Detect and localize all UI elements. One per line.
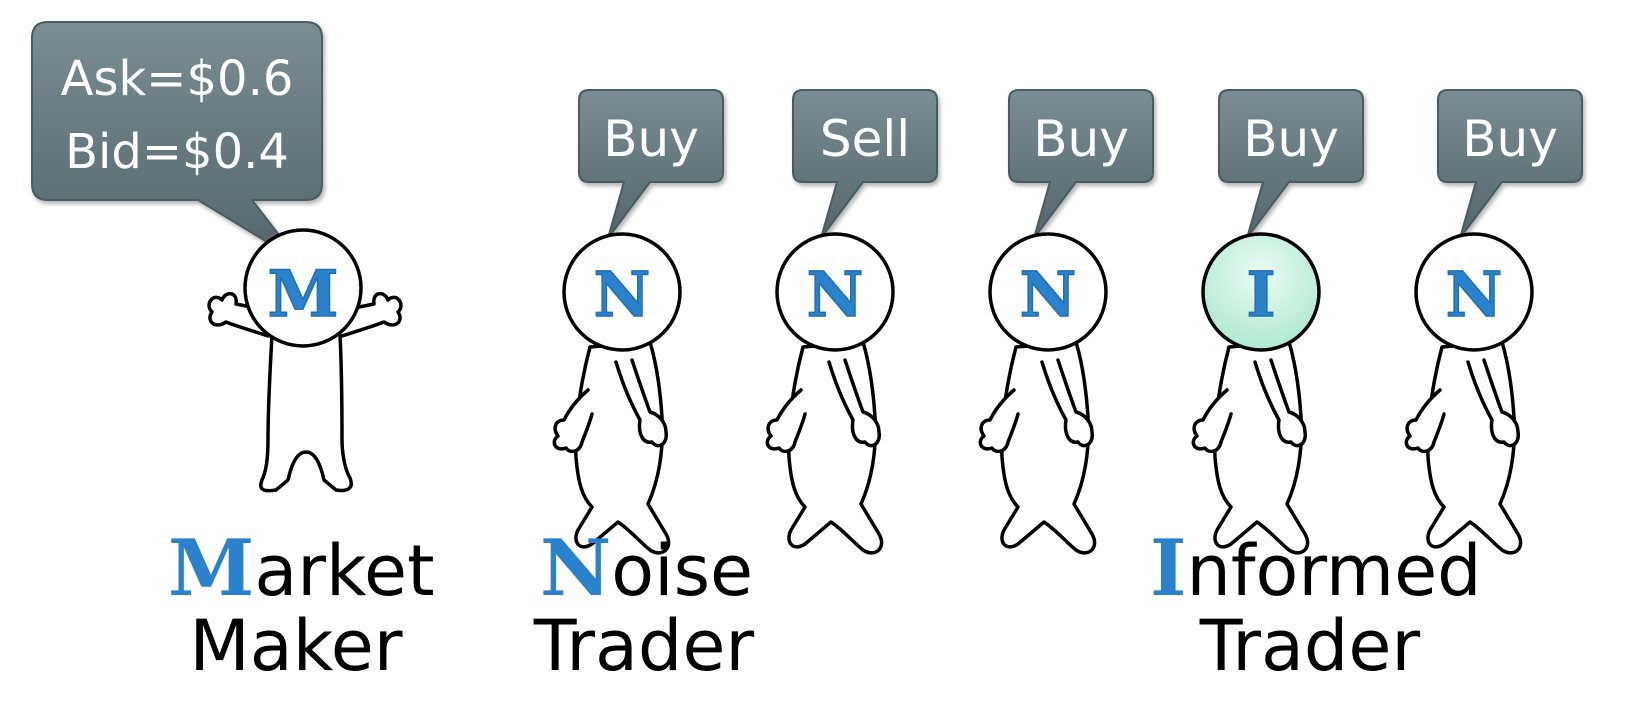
market-maker-right-arm (340, 291, 403, 338)
legend-informed-trader-line2: Trader (1199, 605, 1421, 687)
legend-informed-trader: Informed Trader (1150, 523, 1482, 687)
trader-head-letter: I (1246, 258, 1275, 331)
legend-market-maker-rest: arket (254, 530, 434, 612)
trader-speech-text: Buy (1033, 110, 1129, 168)
trader-walking-body (978, 340, 1097, 555)
market-maker-head-letter: M (268, 257, 339, 332)
trader-speech-text: Buy (1462, 110, 1558, 168)
trader-head-letter: N (1446, 258, 1503, 331)
trader-head (1201, 232, 1321, 352)
trader-head (775, 232, 895, 352)
trader-speech-bubble: Buy (1437, 89, 1583, 239)
legend-informed-trader-rest: nformed (1187, 530, 1482, 612)
trader-speech-text: Buy (1243, 110, 1339, 168)
trader-head (562, 232, 682, 352)
market-maker-figure: Ask=$0.6 Bid=$0.4 M (31, 21, 403, 493)
market-maker-head (243, 228, 363, 348)
speech-bubble-shape (578, 89, 724, 239)
legend-noise-trader-line2: Trader (533, 605, 755, 687)
legend-noise-trader: Noise Trader (533, 523, 755, 687)
trader-head (988, 232, 1108, 352)
svg-text:Noise: Noise (540, 523, 753, 614)
trader-speech-bubble: Buy (1218, 89, 1364, 239)
legend-noise-trader-rest: oise (611, 530, 753, 612)
market-maker-quote-bubble: Ask=$0.6 Bid=$0.4 (31, 21, 323, 263)
trader-walking-body (552, 340, 671, 555)
bid-price-text: Bid=$0.4 (65, 124, 289, 180)
svg-text:Informed: Informed (1150, 523, 1482, 614)
trader-speech-bubble: Buy (1008, 89, 1154, 239)
legend-market-maker-line2: Maker (189, 605, 402, 687)
legend-market-maker: Market Maker (168, 523, 435, 687)
speech-bubble-shape (1218, 89, 1364, 239)
trader-speech-text: Buy (603, 110, 699, 168)
speech-bubble-shape (1008, 89, 1154, 239)
trader-head (1414, 232, 1534, 352)
svg-text:Market: Market (168, 523, 435, 614)
speech-bubble-shape (792, 89, 938, 239)
legend-market-maker-initial: M (168, 523, 254, 614)
trader-speech-text: Sell (820, 110, 910, 168)
ask-price-text: Ask=$0.6 (61, 51, 294, 107)
trader-head-letter: N (594, 258, 651, 331)
market-maker-body (259, 333, 353, 493)
legend-noise-trader-initial: N (540, 523, 611, 614)
trader-walking-body (1404, 340, 1523, 555)
speech-bubble-shape (1437, 89, 1583, 239)
trader-speech-bubble: Buy (578, 89, 724, 239)
trader-walking-body (1191, 340, 1310, 555)
trader-head-letter: N (1020, 258, 1077, 331)
trader-head-letter: N (807, 258, 864, 331)
market-maker-left-arm (207, 291, 270, 338)
legend-informed-trader-initial: I (1150, 523, 1187, 614)
trader-speech-bubble: Sell (792, 89, 938, 239)
trader-walking-body (765, 340, 884, 555)
